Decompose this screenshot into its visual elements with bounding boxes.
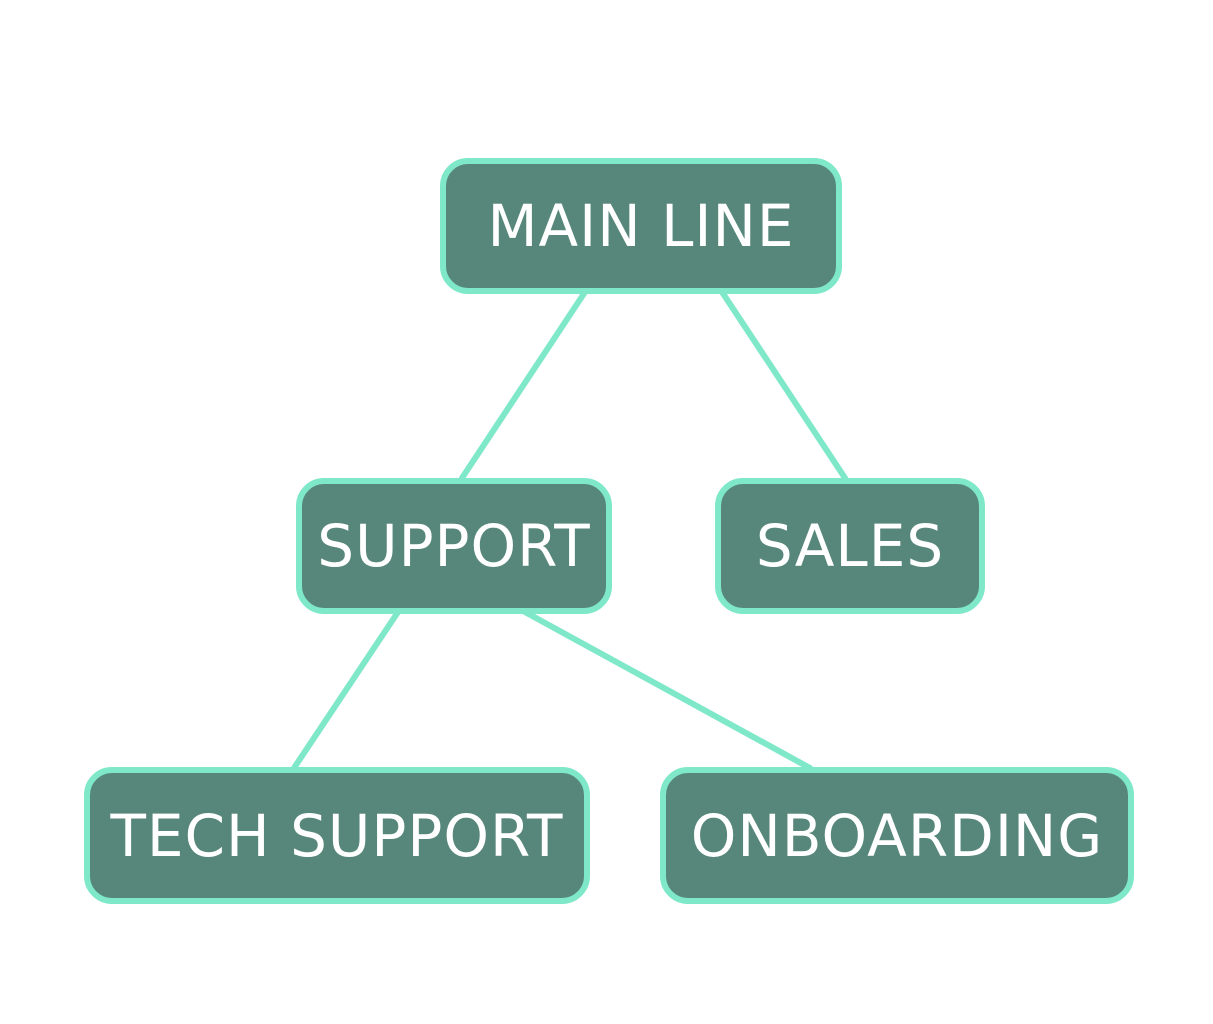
edge-main-line-to-sales [719,289,848,481]
node-tech-support-label: TECH SUPPORT [110,801,564,870]
edge-support-to-onboarding [522,609,813,771]
node-sales: SALES [715,478,985,614]
node-support: SUPPORT [296,478,612,614]
node-main-line-label: MAIN LINE [487,192,795,260]
node-support-label: SUPPORT [317,512,591,580]
node-sales-label: SALES [755,512,945,580]
edge-support-to-tech-support [291,609,401,771]
node-main-line: MAIN LINE [440,158,842,294]
node-onboarding: ONBOARDING [660,767,1134,904]
edge-main-line-to-support [459,289,588,481]
node-onboarding-label: ONBOARDING [690,801,1104,870]
node-tech-support: TECH SUPPORT [84,767,590,904]
